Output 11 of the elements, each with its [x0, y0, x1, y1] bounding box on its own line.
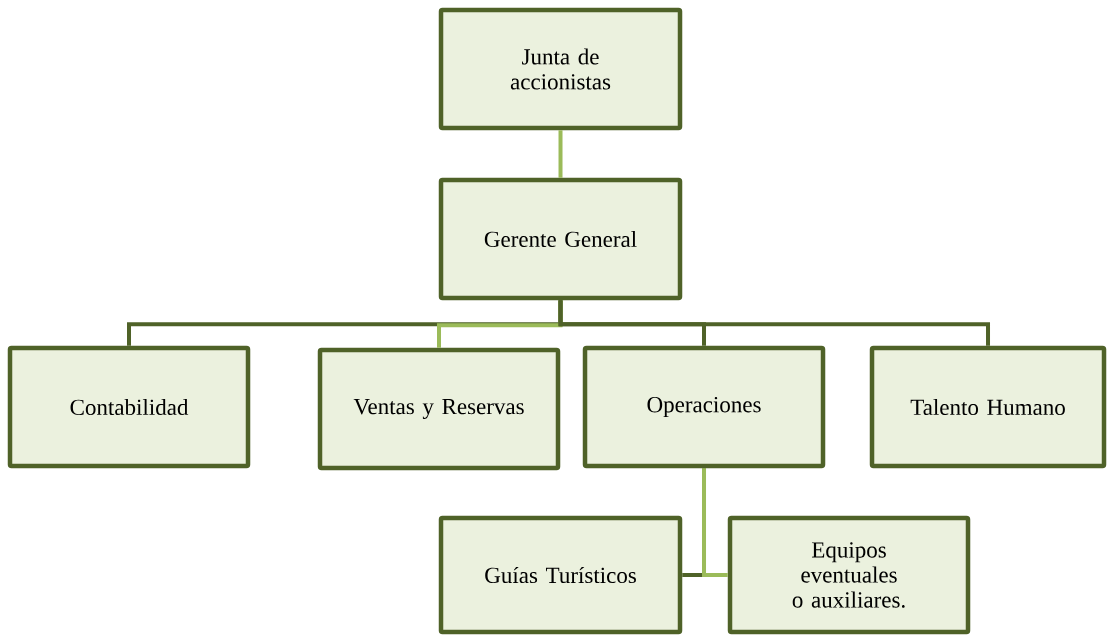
org-box: Equipos eventuales o auxiliares.	[727, 515, 971, 635]
org-box: Operaciones	[582, 345, 826, 469]
connector-line	[558, 130, 563, 178]
connector-line	[558, 300, 990, 346]
org-box: Talento Humano	[869, 345, 1107, 469]
org-box: Contabilidad	[7, 345, 251, 469]
org-box: Junta de accionistas	[438, 7, 683, 131]
org-box: Guías Turísticos	[438, 515, 683, 635]
connector-line	[702, 468, 728, 577]
org-box: Gerente General	[438, 177, 683, 301]
org-box: Ventas y Reservas	[317, 347, 561, 471]
